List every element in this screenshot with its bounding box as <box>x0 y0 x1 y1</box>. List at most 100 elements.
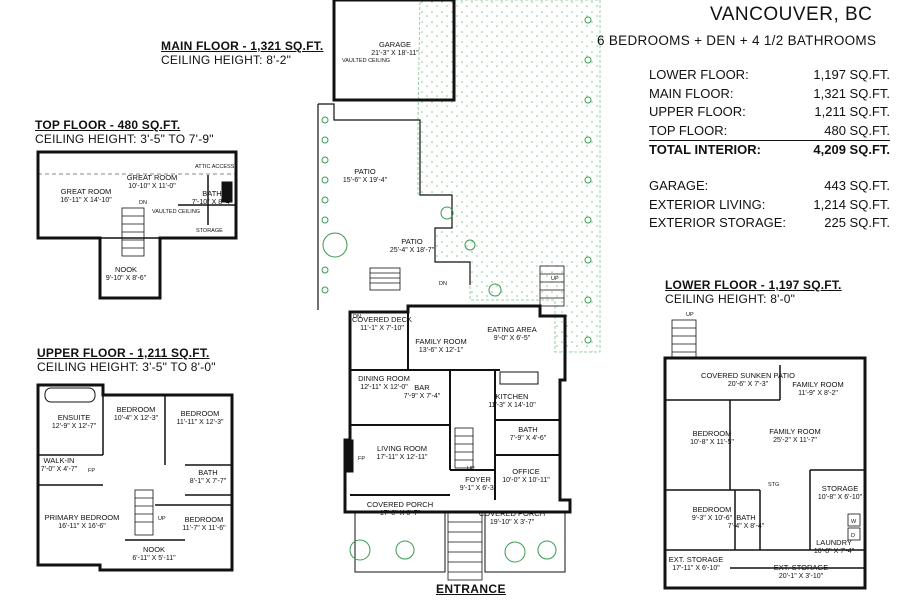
area-label: EXTERIOR LIVING: <box>649 196 766 212</box>
room-dimensions: 9'-0" X 6'-5" <box>494 335 531 342</box>
room-dimensions: 7'-9" X 7'-4" <box>404 393 441 400</box>
stair-label: UP <box>686 312 694 318</box>
room-name: OFFICE <box>512 467 540 476</box>
stair-label: UP <box>158 516 166 522</box>
room-name: BEDROOM <box>117 405 156 414</box>
area-row: UPPER FLOOR:1,211 SQ.FT. <box>649 103 890 122</box>
room-name: KITCHEN <box>496 392 529 401</box>
hedge-left <box>321 16 592 344</box>
room-dimensions: 7'-9" X 4'-6" <box>510 435 547 442</box>
bathtub <box>44 387 96 403</box>
area-summary-table: LOWER FLOOR:1,197 SQ.FT. MAIN FLOOR:1,32… <box>649 66 890 233</box>
stair-label: UP <box>551 276 559 282</box>
room-dimensions: 12'-9" X 12'-7" <box>52 423 97 430</box>
room-dimensions: 11'-7" X 11'-6" <box>182 525 226 532</box>
room-name: PATIO <box>401 237 423 246</box>
room-name: BATH <box>736 513 755 522</box>
room-dimensions: 9'-10" X 8'-6" <box>106 275 147 282</box>
annotations: DN DN UP UP UP DN UP FP FP W D STG ATTIC… <box>88 58 857 539</box>
area-label: GARAGE: <box>649 177 709 193</box>
room-name: EXT. STORAGE <box>774 563 828 572</box>
room-name: COVERED PORCH <box>479 509 545 518</box>
area-value: 1,211 SQ.FT. <box>814 104 890 120</box>
area-row: EXTERIOR STORAGE:225 SQ.FT. <box>649 214 890 233</box>
room-dimensions: 9'-3" X 10'-6" <box>692 515 733 522</box>
entrance-label: ENTRANCE <box>436 582 506 596</box>
room-dimensions: 25'-4" X 18'-7" <box>390 247 435 254</box>
area-row: TOP FLOOR: 480 SQ.FT. <box>649 122 890 141</box>
room-dimensions: 25'-2" X 11'-7" <box>773 437 817 444</box>
vaulted-ceiling-label: VAULTED CEILING <box>342 58 390 64</box>
area-value: 443 SQ.FT. <box>824 177 890 193</box>
fireplace-label: FP <box>88 468 95 474</box>
storage-label: STORAGE <box>196 228 223 234</box>
area-value: 480 SQ.FT. <box>824 122 890 138</box>
room-dimensions: 13'-6" X 12'-1" <box>419 347 464 354</box>
room-dimensions: 17'-11" X 6'-10" <box>672 565 720 572</box>
room-name: BEDROOM <box>693 505 732 514</box>
upper-floor-walls <box>36 383 234 572</box>
room-dimensions: 17'-8" X 6'-7" <box>380 510 421 517</box>
area-row: LOWER FLOOR:1,197 SQ.FT. <box>649 66 890 85</box>
area-label: TOP FLOOR: <box>649 122 728 138</box>
floor-title-text: TOP FLOOR - 480 SQ.FT. <box>35 118 181 132</box>
room-dimensions: 19'-10" X 3'-7" <box>490 519 535 526</box>
area-row-total: TOTAL INTERIOR:4,209 SQ.FT. <box>649 140 890 160</box>
room-name: EXT. STORAGE <box>669 555 723 564</box>
area-label: TOTAL INTERIOR: <box>649 142 761 158</box>
main-floor-title: MAIN FLOOR - 1,321 SQ.FT. CEILING HEIGHT… <box>161 39 323 67</box>
room-dimensions: 17'-11" X 12'-11" <box>377 454 428 461</box>
room-name: PRIMARY BEDROOM <box>45 513 120 522</box>
main-interior-walls <box>350 312 560 500</box>
room-dimensions: 10'-8" X 6'-10" <box>818 494 863 501</box>
lower-floor-title: LOWER FLOOR - 1,197 SQ.FT. CEILING HEIGH… <box>665 278 842 306</box>
attic-access-label: ATTIC ACCESS <box>195 164 235 170</box>
room-name: DINING ROOM <box>358 374 410 383</box>
upper-floor-title: UPPER FLOOR - 1,211 SQ.FT. CEILING HEIGH… <box>37 346 216 374</box>
room-dimensions: 6'-11" X 5'-11" <box>132 555 176 562</box>
ceiling-height-text: CEILING HEIGHT: 3'-5" TO 7'-9" <box>35 132 214 146</box>
room-name: COVERED SUNKEN PATIO <box>701 371 795 380</box>
area-row: GARAGE: 443 SQ.FT. <box>649 177 890 196</box>
porch-outline <box>354 511 446 573</box>
floor-title-text: LOWER FLOOR - 1,197 SQ.FT. <box>665 278 842 292</box>
room-dimensions: 11'-9" X 8'-2" <box>798 390 838 397</box>
ceiling-height-text: CEILING HEIGHT: 8'-2" <box>161 53 292 67</box>
room-name: FAMILY ROOM <box>792 380 843 389</box>
room-name: STORAGE <box>822 484 859 493</box>
area-label: MAIN FLOOR: <box>649 85 734 101</box>
property-summary: 6 BEDROOMS + DEN + 4 1/2 BATHROOMS <box>597 33 877 48</box>
room-name: COVERED DECK <box>352 315 412 324</box>
top-floor-title: TOP FLOOR - 480 SQ.FT. CEILING HEIGHT: 3… <box>35 118 214 146</box>
area-value: 225 SQ.FT. <box>824 215 890 231</box>
lower-floor-walls <box>663 356 867 590</box>
room-dimensions: 20'-6" X 7'-3" <box>728 381 769 388</box>
room-dimensions: 10'-8" X 11'-5" <box>690 439 734 446</box>
room-name: BEDROOM <box>185 515 224 524</box>
room-name: COVERED PORCH <box>367 500 433 509</box>
room-dimensions: 10'-4" X 12'-3" <box>114 415 159 422</box>
stair-label: DN <box>353 314 361 320</box>
room-name: WALK-IN <box>44 456 75 465</box>
room-dimensions: 10'-8" X 7'-4" <box>814 548 855 555</box>
floor-title-text: MAIN FLOOR - 1,321 SQ.FT. <box>161 39 324 53</box>
